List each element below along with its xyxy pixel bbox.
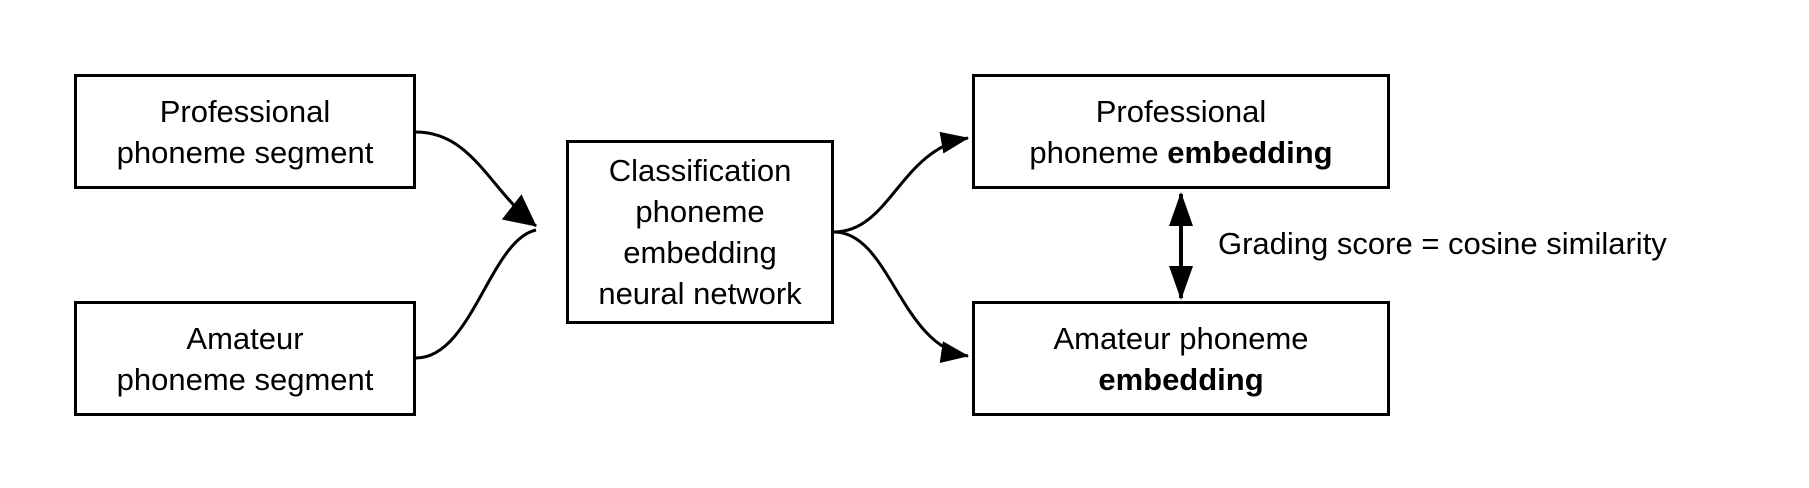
amateur-phoneme-segment-node: Amateur phoneme segment — [74, 301, 416, 416]
professional-phoneme-embedding-node: Professional phoneme embedding — [972, 74, 1390, 189]
node-label-line: Professional — [159, 93, 331, 129]
node-label-line: neural network — [598, 276, 802, 311]
professional-phoneme-segment-node: Professional phoneme segment — [74, 74, 416, 189]
classification-network-node: Classification phoneme embedding neural … — [566, 140, 834, 324]
node-label-line: Amateur phoneme — [1053, 320, 1309, 356]
node-label-bold: embedding — [1167, 134, 1333, 170]
node-label-line: embedding — [623, 235, 777, 270]
edge-amateur-segment-to-network — [415, 228, 537, 360]
node-label-line: phoneme embedding — [1029, 132, 1332, 173]
amateur-phoneme-embedding-node: Amateur phoneme embedding — [972, 301, 1390, 416]
similarity-edge-label: Grading score = cosine similarity — [1218, 226, 1667, 261]
node-label-line: phoneme segment — [116, 361, 374, 397]
similarity-arrowhead-up — [1169, 192, 1193, 226]
edge-network-to-amateur-embedding — [833, 230, 969, 363]
edge-professional-segment-to-network — [415, 130, 537, 228]
node-label-bold: embedding — [1098, 361, 1264, 397]
node-label-line: phoneme segment — [116, 134, 374, 170]
node-label-line: phoneme — [635, 194, 765, 229]
edge-network-to-professional-embedding — [833, 131, 969, 234]
similarity-arrowhead-down — [1169, 266, 1193, 300]
node-label-line: Professional — [1095, 93, 1267, 129]
node-label-plain: phoneme — [1029, 134, 1168, 170]
node-label-line: Amateur — [186, 320, 304, 356]
node-label-line: Classification — [608, 153, 792, 188]
